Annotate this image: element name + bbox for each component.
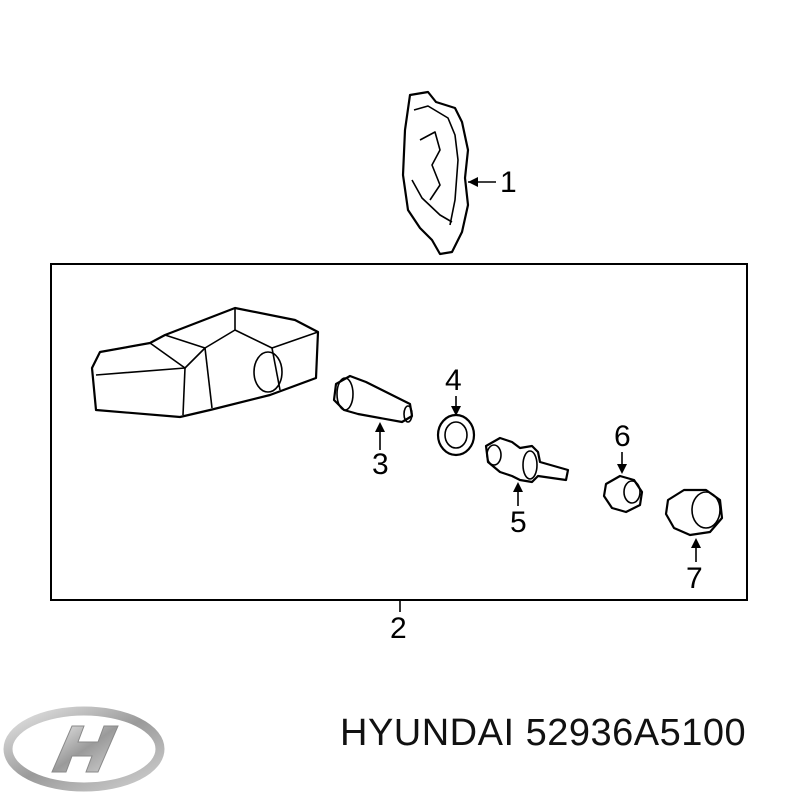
hyundai-logo-icon xyxy=(3,706,165,792)
callout-4: 4 xyxy=(445,364,462,416)
part-number: 52936A5100 xyxy=(525,712,747,754)
brand-name: HYUNDAI xyxy=(340,712,515,754)
part-5-valve-core xyxy=(484,436,570,484)
part-4-seal-ring xyxy=(436,413,476,457)
callout-3: 3 xyxy=(372,422,389,481)
kit-frame xyxy=(50,263,748,601)
callout-7-label: 7 xyxy=(686,562,703,595)
part-caption: HYUNDAI 52936A5100 xyxy=(340,712,746,755)
callout-7: 7 xyxy=(686,538,703,595)
tpms-sensor-body xyxy=(90,306,320,419)
callout-6-label: 6 xyxy=(614,420,631,453)
part-1-bracket xyxy=(401,90,470,256)
callout-2: 2 xyxy=(390,600,407,645)
callout-1-label: 1 xyxy=(500,166,517,199)
callout-3-label: 3 xyxy=(372,448,389,481)
part-3-valve-stem xyxy=(332,374,414,424)
part-7-cap xyxy=(664,488,724,537)
callout-1: 1 xyxy=(468,166,517,199)
callout-5-label: 5 xyxy=(510,506,527,539)
callout-2-label: 2 xyxy=(390,612,407,645)
part-6-nut xyxy=(602,474,644,514)
callout-6: 6 xyxy=(614,420,631,474)
callout-5: 5 xyxy=(510,482,527,539)
callout-4-label: 4 xyxy=(445,364,462,397)
